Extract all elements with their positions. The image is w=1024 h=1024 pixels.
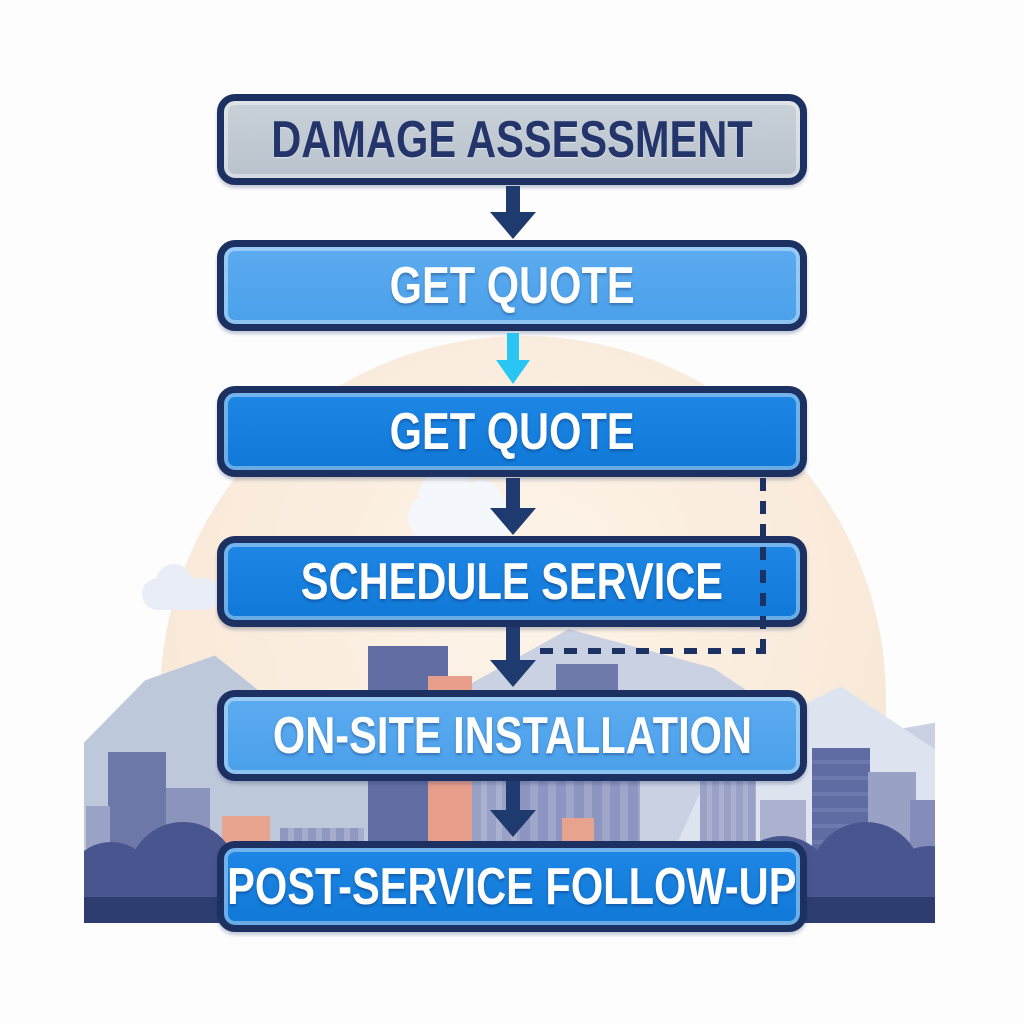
step-label: DAMAGE ASSESSMENT [271,110,753,169]
arrow-head [490,508,536,535]
arrow-stem [506,478,520,509]
building [222,816,270,844]
arrow-head [496,360,530,384]
arrow-head [490,212,536,239]
step-label: SCHEDULE SERVICE [300,552,724,611]
cloud [142,564,220,610]
step-label: GET QUOTE [389,256,635,315]
step-label: POST-SERVICE FOLLOW-UP [227,857,797,916]
cloud-puff [156,564,192,600]
step-post-service-follow-up[interactable]: POST-SERVICE FOLLOW-UP [217,841,807,932]
step-get-quote-2[interactable]: GET QUOTE [217,386,807,477]
step-schedule-service[interactable]: SCHEDULE SERVICE [217,536,807,627]
arrow-stem [506,627,520,661]
step-damage-assessment[interactable]: DAMAGE ASSESSMENT [217,94,807,185]
dashed-connector-vertical [760,478,766,652]
step-label: ON-SITE INSTALLATION [272,706,752,765]
step-get-quote-1[interactable]: GET QUOTE [217,240,807,331]
step-on-site-installation[interactable]: ON-SITE INSTALLATION [217,690,807,781]
step-label: GET QUOTE [389,402,635,461]
arrow-stem [506,186,520,213]
arrow-head [490,660,536,687]
arrow-head [490,810,536,837]
arrow-stem [507,333,519,361]
dashed-connector-horizontal [540,648,766,654]
arrow-stem [506,781,520,811]
